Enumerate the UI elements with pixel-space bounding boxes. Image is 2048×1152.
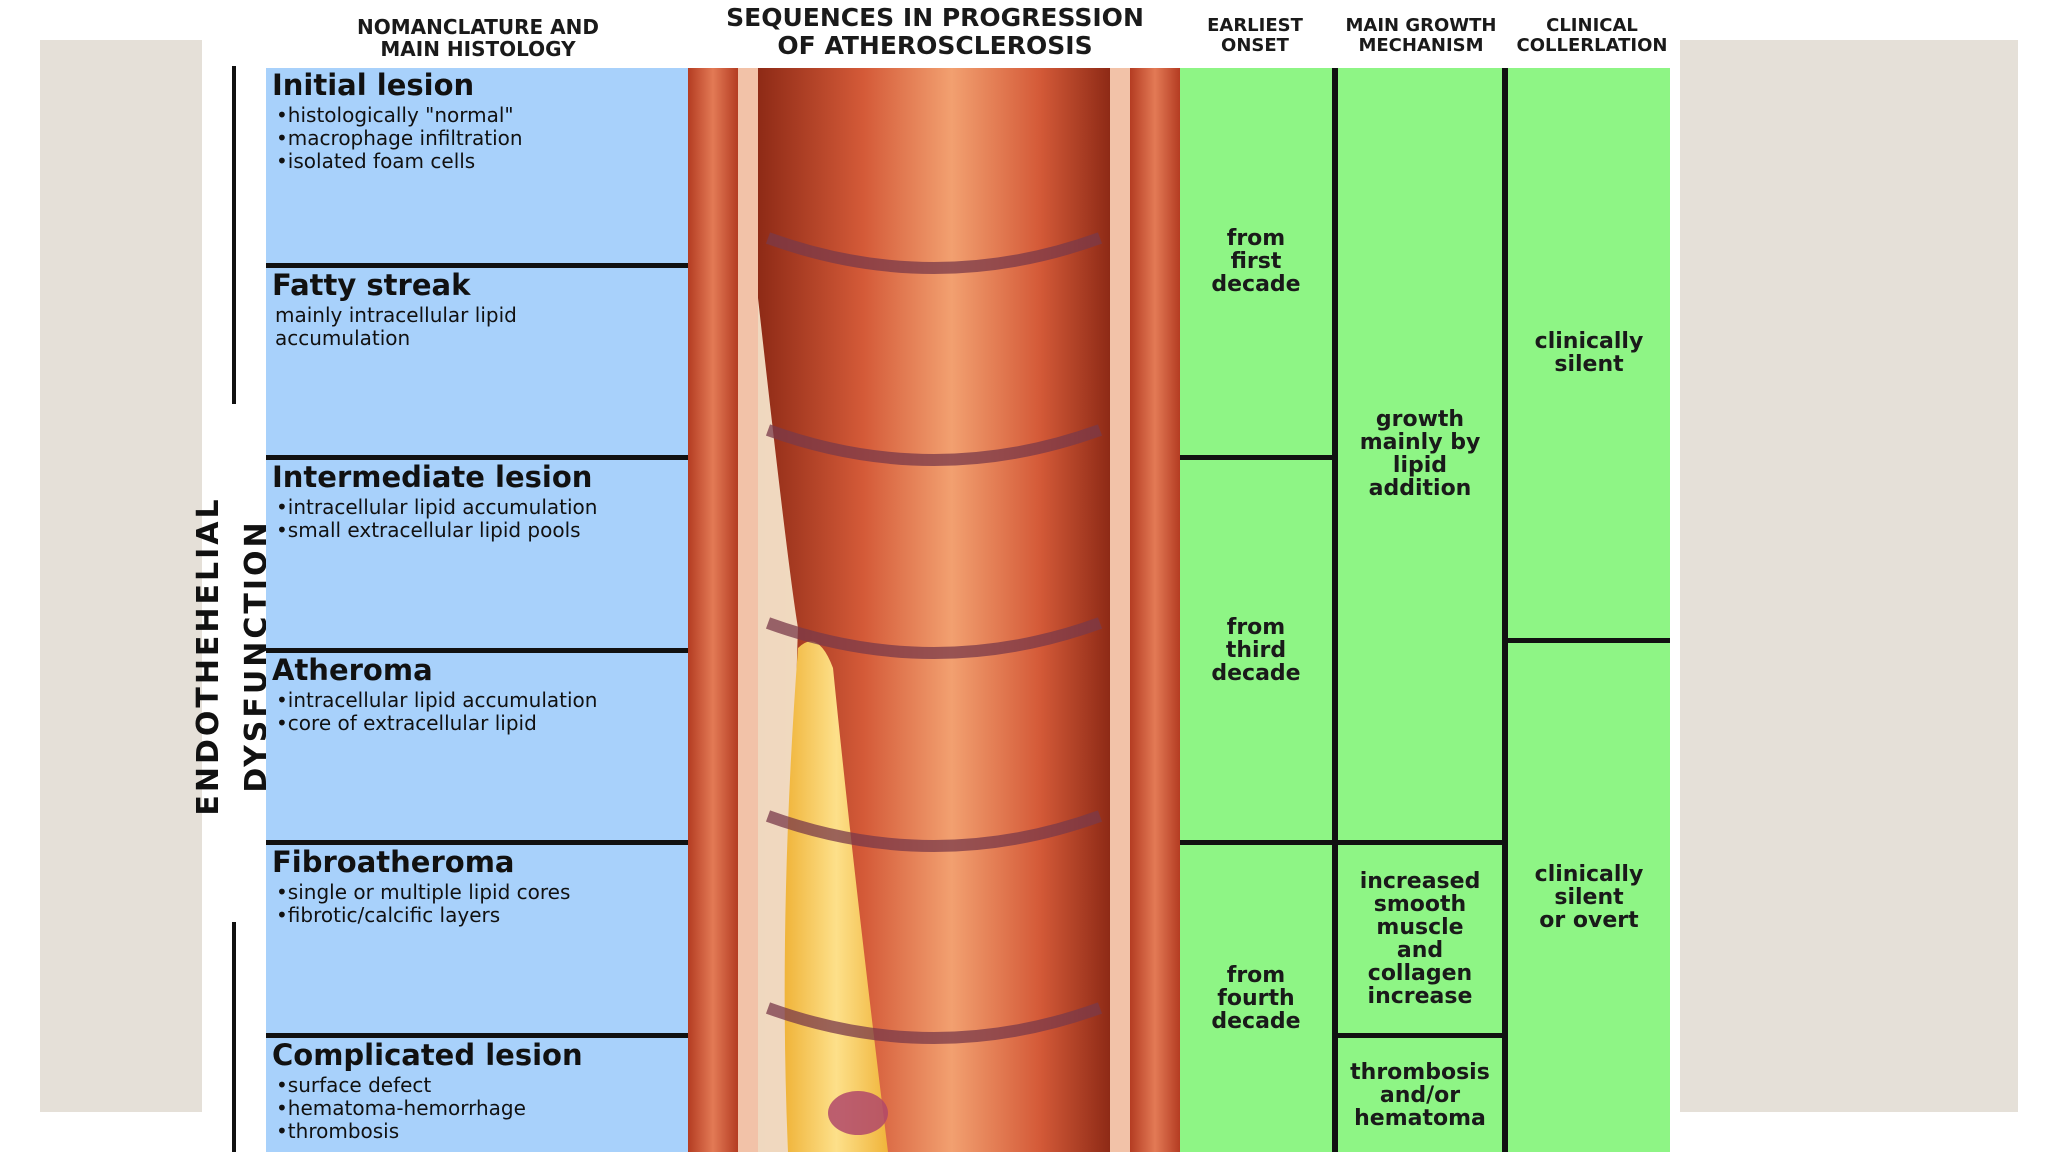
stage-title: Fibroatheroma: [272, 845, 515, 879]
artery-illustration: [688, 68, 1180, 1152]
artery-ring-1: [765, 232, 1103, 274]
right-background-panel: [1680, 40, 2018, 1112]
stage-title: Atheroma: [272, 653, 433, 687]
nomenclature-column: Initial lesion histologically "normal" m…: [266, 68, 688, 1152]
stage-items: single or multiple lipid cores fibrotic/…: [276, 880, 688, 927]
artery-wall-left-inner: [738, 68, 758, 1152]
header-sequences: SEQUENCES IN PROGRESSION OF ATHEROSCLERO…: [726, 3, 1144, 60]
stage-item: histologically "normal": [276, 103, 688, 127]
artery-wall-left-outer: [688, 68, 738, 1152]
onset-first-decade: from first decade: [1211, 226, 1301, 297]
stage-item: single or multiple lipid cores: [276, 880, 688, 904]
header-earliest-onset: EARLIEST ONSET: [1207, 15, 1303, 56]
artery-ring-3: [765, 617, 1103, 659]
clinical-correlation-column: clinically silent clinically silent or o…: [1508, 68, 1670, 1152]
artery-ring-5: [765, 1002, 1103, 1044]
stage-fibroatheroma: Fibroatheroma single or multiple lipid c…: [266, 840, 688, 1033]
side-bracket-line-bottom: [232, 922, 236, 1152]
stage-item: core of extracellular lipid: [276, 711, 688, 735]
stage-atheroma: Atheroma intracellular lipid accumulatio…: [266, 648, 688, 840]
stage-item: intracellular lipid accumulation: [276, 688, 688, 712]
stage-item: surface defect: [276, 1073, 688, 1097]
stage-title: Complicated lesion: [272, 1038, 583, 1072]
artery-ring-2: [765, 424, 1103, 466]
stage-item: hematoma-hemorrhage: [276, 1096, 688, 1120]
header-clinical-correlation: CLINICAL COLLERLATION: [1516, 15, 1668, 56]
stage-item: fibrotic/calcific layers: [276, 903, 688, 927]
side-bracket-line-top: [232, 66, 236, 404]
growth-lipid-addition: growth mainly by lipid addition: [1359, 407, 1481, 501]
clinical-silent: clinically silent: [1534, 329, 1644, 377]
stage-item: thrombosis: [276, 1119, 688, 1143]
stage-item: macrophage infiltration: [276, 126, 688, 150]
endothelial-dysfunction-label: ENDOTHEHELIAL DYSFUNCTION: [191, 496, 274, 816]
stage-item: isolated foam cells: [276, 149, 688, 173]
onset-third-decade: from third decade: [1180, 455, 1332, 840]
onset-fourth-decade: from fourth decade: [1180, 840, 1332, 1152]
growth-smooth-muscle-collagen: increased smooth muscle and collagen inc…: [1338, 840, 1502, 1033]
thrombus: [828, 1091, 888, 1135]
stage-complicated-lesion: Complicated lesion surface defect hemato…: [266, 1033, 688, 1152]
stage-title: Intermediate lesion: [272, 460, 593, 494]
stage-item: small extracellular lipid pools: [276, 518, 688, 542]
stage-description: mainly intracellular lipid accumulation: [275, 302, 517, 350]
column-divider-growth-clinical: [1502, 68, 1508, 1152]
stage-items: intracellular lipid accumulation core of…: [276, 688, 688, 735]
column-divider-onset-growth: [1332, 68, 1338, 1152]
stage-items: surface defect hematoma-hemorrhage throm…: [276, 1073, 688, 1143]
stage-item: intracellular lipid accumulation: [276, 495, 688, 519]
stage-title: Fatty streak: [272, 268, 471, 302]
stage-items: histologically "normal" macrophage infil…: [276, 103, 688, 173]
stage-title: Initial lesion: [272, 68, 475, 102]
artery-ring-4: [765, 810, 1103, 852]
stage-items: intracellular lipid accumulation small e…: [276, 495, 688, 542]
artery-wall-right-inner: [1110, 68, 1130, 1152]
growth-mechanism-column: growth mainly by lipid addition increase…: [1338, 68, 1502, 1152]
growth-thrombosis-hematoma: thrombosis and/or hematoma: [1338, 1033, 1502, 1152]
stage-initial-lesion: Initial lesion histologically "normal" m…: [266, 68, 688, 263]
stage-fatty-streak: Fatty streak mainly intracellular lipid …: [266, 263, 688, 455]
left-background-panel: [40, 40, 202, 1112]
header-growth-mechanism: MAIN GROWTH MECHANISM: [1345, 15, 1497, 56]
plaque-intima: [758, 298, 838, 1152]
stage-intermediate-lesion: Intermediate lesion intracellular lipid …: [266, 455, 688, 648]
header-nomenclature: NOMANCLATURE AND MAIN HISTOLOGY: [357, 15, 599, 61]
clinical-silent-or-overt: clinically silent or overt: [1508, 638, 1670, 1152]
earliest-onset-column: from first decade from third decade from…: [1180, 68, 1332, 1152]
artery-wall-right-outer: [1130, 68, 1180, 1152]
